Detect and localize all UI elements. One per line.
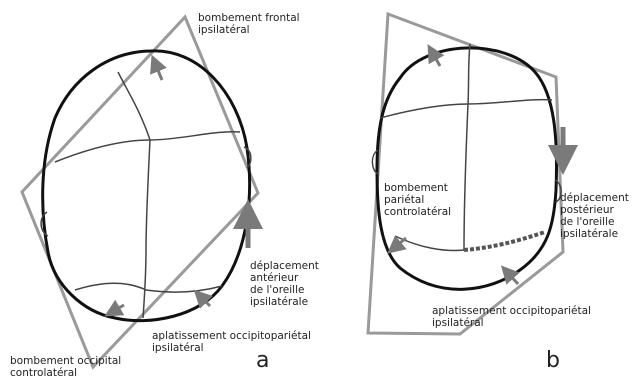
label-line: aplatissement occipitopariétal (432, 305, 591, 317)
panel-b-suture-coronal (380, 100, 552, 118)
panel-b-suture-sagittal (464, 104, 468, 250)
label-a-ear-anterior: déplacement antérieur de l'oreille ipsil… (250, 260, 319, 308)
label-line: bombement occipital (10, 355, 121, 367)
label-line: bombement (384, 182, 451, 194)
label-b-occ-par-flat: aplatissement occipitopariétal ipsilatér… (432, 305, 591, 329)
panel-a-frame (22, 17, 258, 367)
panel-b-suture-dashed (464, 232, 545, 250)
label-line: aplatissement occipitopariétal (152, 330, 311, 342)
label-line: controlatéral (384, 206, 451, 218)
label-line: postérieur (560, 204, 629, 216)
panel-a-arrow-frontal (155, 63, 162, 80)
label-b-parietal-bulge: bombement pariétal controlatéral (384, 182, 451, 218)
label-line: déplacement (560, 192, 629, 204)
label-line: pariétal (384, 194, 451, 206)
panel-a-suture-coronal (55, 132, 240, 162)
label-line: de l'oreille (250, 284, 319, 296)
panel-b-letter: b (546, 348, 560, 373)
label-line: ipsilatérale (560, 228, 629, 240)
label-b-ear-posterior: déplacement postérieur de l'oreille ipsi… (560, 192, 629, 240)
label-line: antérieur (250, 272, 319, 284)
label-line: ipsilatérale (250, 296, 319, 308)
panel-b-arrow-parietal (394, 238, 406, 248)
panel-b-suture-metopic (468, 44, 470, 104)
label-a-occ-par-flat: aplatissement occipitopariétal ipsilatér… (152, 330, 311, 354)
panel-a-figure (22, 17, 258, 367)
label-line: déplacement (250, 260, 319, 272)
label-a-frontal-bulge: bombement frontal ipsilatéral (198, 12, 300, 36)
panel-a-skull-outline (43, 51, 250, 321)
panel-a-suture-sagittal (143, 140, 150, 318)
label-line: ipsilatéral (152, 342, 311, 354)
panel-a-arrow-occ (112, 305, 124, 312)
panel-a-suture-metopic (118, 72, 150, 140)
panel-a-suture-lambdoid (75, 283, 222, 292)
label-line: de l'oreille (560, 216, 629, 228)
label-a-occ-bulge: bombement occipital controlatéral (10, 355, 121, 379)
panel-a-letter: a (256, 348, 269, 373)
label-line: bombement frontal (198, 12, 300, 24)
label-line: ipsilatéral (198, 24, 300, 36)
label-line: controlatéral (10, 367, 121, 379)
panel-b-skull-outline (377, 48, 557, 289)
panel-b-figure (368, 14, 563, 334)
label-line: ipsilatéral (432, 317, 591, 329)
